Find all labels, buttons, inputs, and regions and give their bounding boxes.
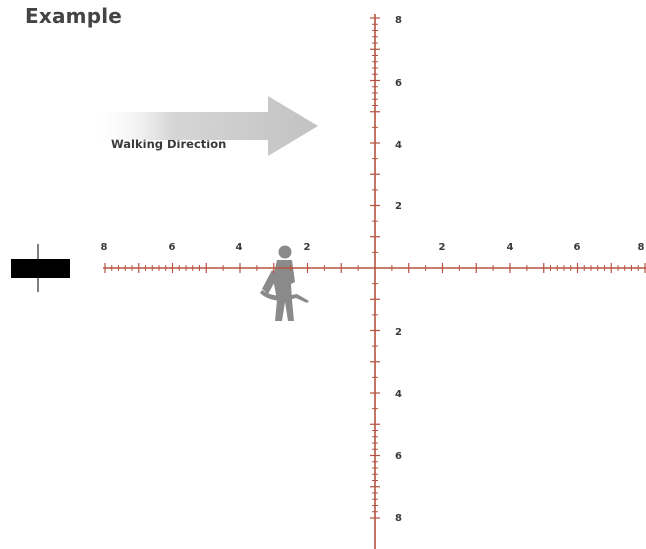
page-title: Example: [25, 4, 123, 28]
vertical-scale-labels: 8 6 4 2 2 4 6 8: [395, 15, 402, 524]
h-label-right-6: 6: [574, 242, 581, 253]
walking-direction-arrow: [92, 96, 318, 156]
h-label-left-2: 2: [304, 242, 311, 253]
walking-person-figure: [260, 245, 309, 321]
h-label-left-6: 6: [169, 242, 176, 253]
horizontal-scale-labels: 8 6 4 2 2 4 6 8: [101, 242, 645, 253]
v-label-bottom-2: 2: [395, 327, 402, 338]
walking-direction-label: Walking Direction: [111, 137, 227, 151]
v-label-top-4: 4: [395, 140, 402, 151]
v-label-top-8: 8: [395, 15, 402, 26]
h-label-left-4: 4: [236, 242, 243, 253]
v-label-bottom-6: 6: [395, 451, 402, 462]
h-label-right-2: 2: [439, 242, 446, 253]
h-label-right-8: 8: [638, 242, 645, 253]
h-label-left-8: 8: [101, 242, 108, 253]
v-label-top-6: 6: [395, 78, 402, 89]
v-label-bottom-8: 8: [395, 513, 402, 524]
reticle-crosshair: [103, 14, 646, 549]
v-label-top-2: 2: [395, 201, 402, 212]
target-marker: [11, 259, 70, 278]
v-label-bottom-4: 4: [395, 389, 402, 400]
h-label-right-4: 4: [507, 242, 514, 253]
